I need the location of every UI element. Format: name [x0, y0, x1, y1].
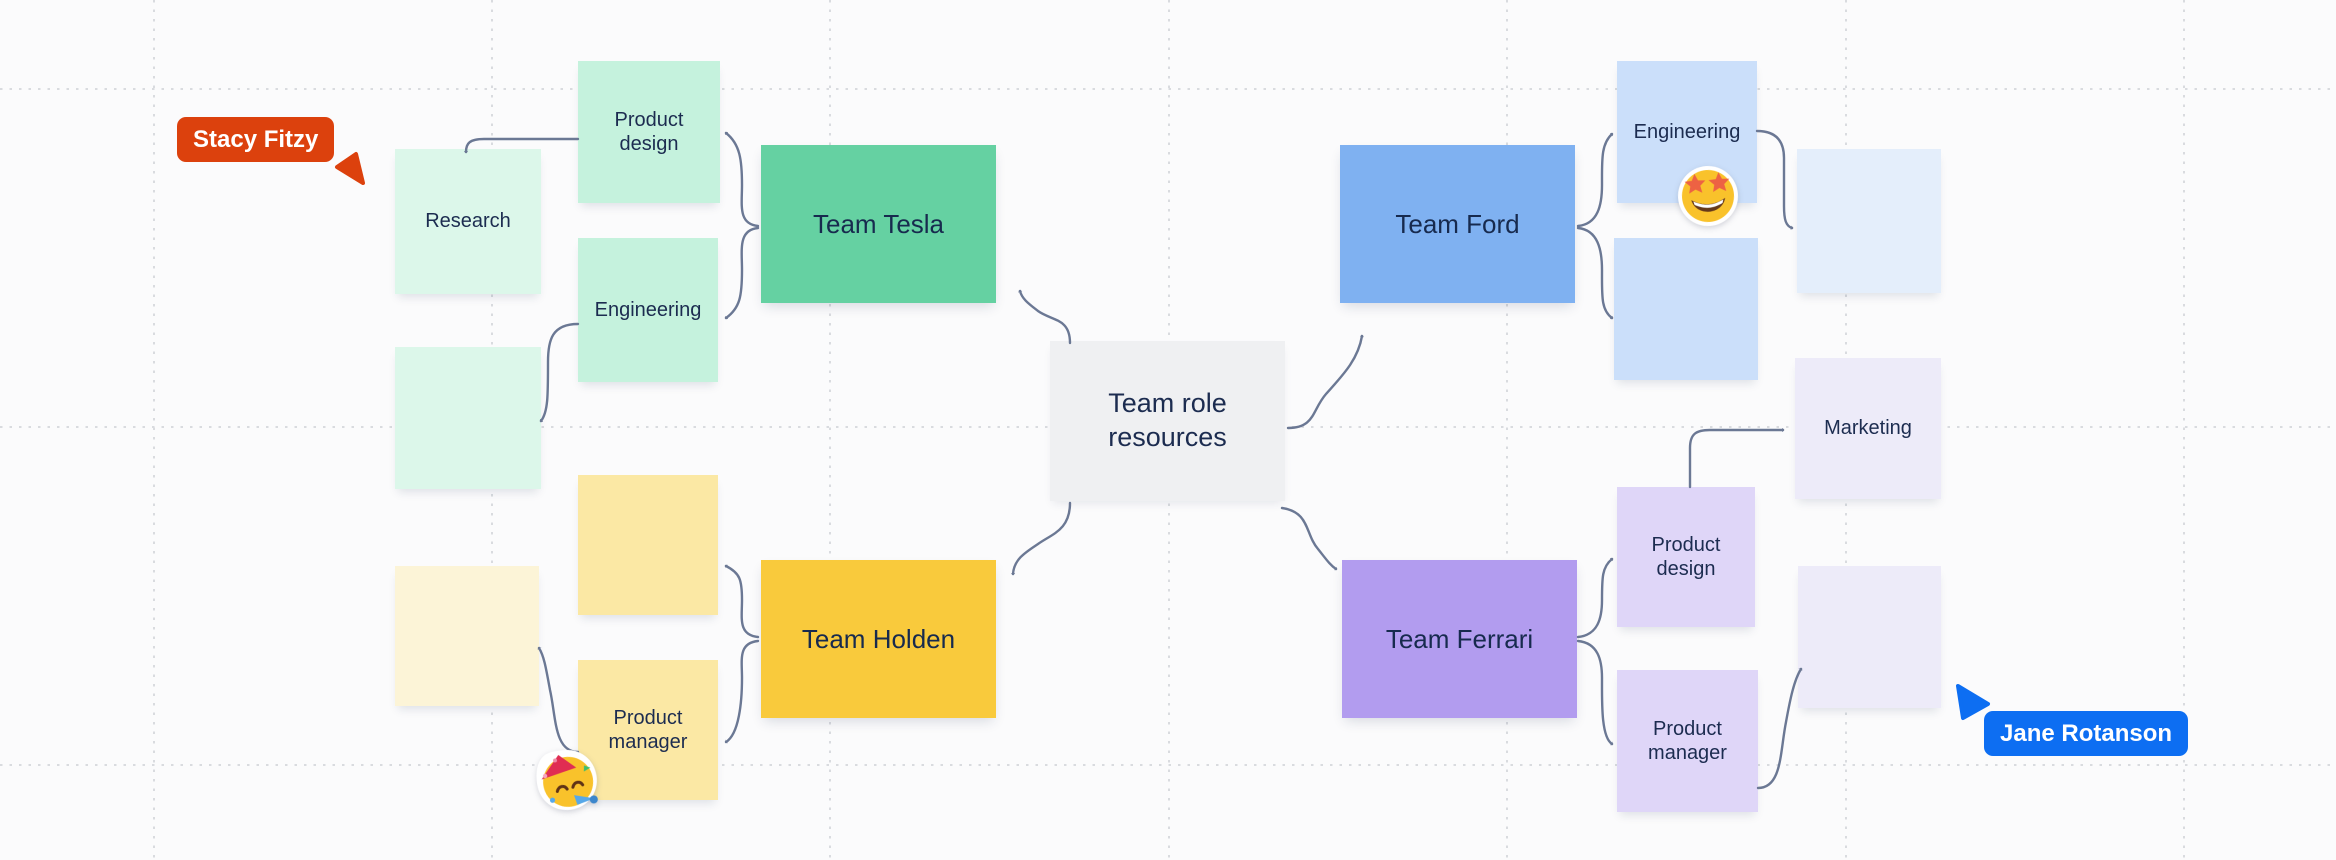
- connector-product-design-marketing: [1688, 430, 1785, 489]
- note-tesla-engineering[interactable]: Engineering: [578, 238, 718, 382]
- note-holden-blank[interactable]: [578, 475, 718, 615]
- connector-product-manager-pale-yellow: [537, 646, 580, 754]
- connector-ferrari-product-manager: [1576, 639, 1614, 746]
- connector-product-manager-pale-lavender: [1756, 667, 1803, 790]
- note-ford-pale-blank[interactable]: [1797, 149, 1941, 293]
- connector-ford-engineering: [1576, 132, 1614, 228]
- connector-engineering-blank-mint: [539, 322, 580, 423]
- partying-face-emoji[interactable]: [530, 744, 605, 819]
- connector-ford-blank: [1576, 226, 1614, 320]
- note-ford-blank[interactable]: [1614, 238, 1758, 380]
- connector-center-ford: [1286, 334, 1362, 430]
- team-holden-box[interactable]: Team Holden: [761, 560, 996, 718]
- note-tesla-blank[interactable]: [395, 347, 541, 489]
- note-ferrari-pale-blank[interactable]: [1798, 566, 1941, 708]
- connector-tesla-engineering: [724, 226, 760, 320]
- connector-center-holden: [1013, 501, 1072, 576]
- note-tesla-research[interactable]: Research: [395, 149, 541, 294]
- team-tesla-box[interactable]: Team Tesla: [761, 145, 996, 303]
- connector-holden-product-manager: [724, 639, 760, 744]
- connector-center-ferrari: [1280, 506, 1338, 571]
- center-topic-box[interactable]: Team role resources: [1050, 341, 1285, 501]
- connector-holden-blank-yellow: [724, 566, 760, 639]
- cursor-label-stacy: Stacy Fitzy: [177, 117, 335, 162]
- note-ferrari-product-design[interactable]: Product design: [1617, 487, 1755, 627]
- star-struck-emoji[interactable]: [1674, 162, 1742, 230]
- note-ferrari-marketing[interactable]: Marketing: [1795, 358, 1941, 499]
- connector-ferrari-product-design: [1576, 557, 1614, 639]
- team-ferrari-box[interactable]: Team Ferrari: [1342, 560, 1577, 718]
- note-ferrari-product-manager[interactable]: Product manager: [1617, 670, 1758, 812]
- cursor-label-jane: Jane Rotanson: [1984, 711, 2189, 756]
- connector-product-design-research: [466, 137, 580, 154]
- note-tesla-product-design[interactable]: Product design: [578, 61, 720, 203]
- connector-engineering-pale-blue: [1755, 129, 1794, 228]
- note-holden-product-manager[interactable]: Product manager: [578, 660, 718, 800]
- note-holden-pale-blank[interactable]: [395, 566, 539, 706]
- team-ford-box[interactable]: Team Ford: [1340, 145, 1575, 303]
- connector-tesla-product-design: [724, 131, 760, 228]
- connector-center-tesla: [1020, 289, 1072, 345]
